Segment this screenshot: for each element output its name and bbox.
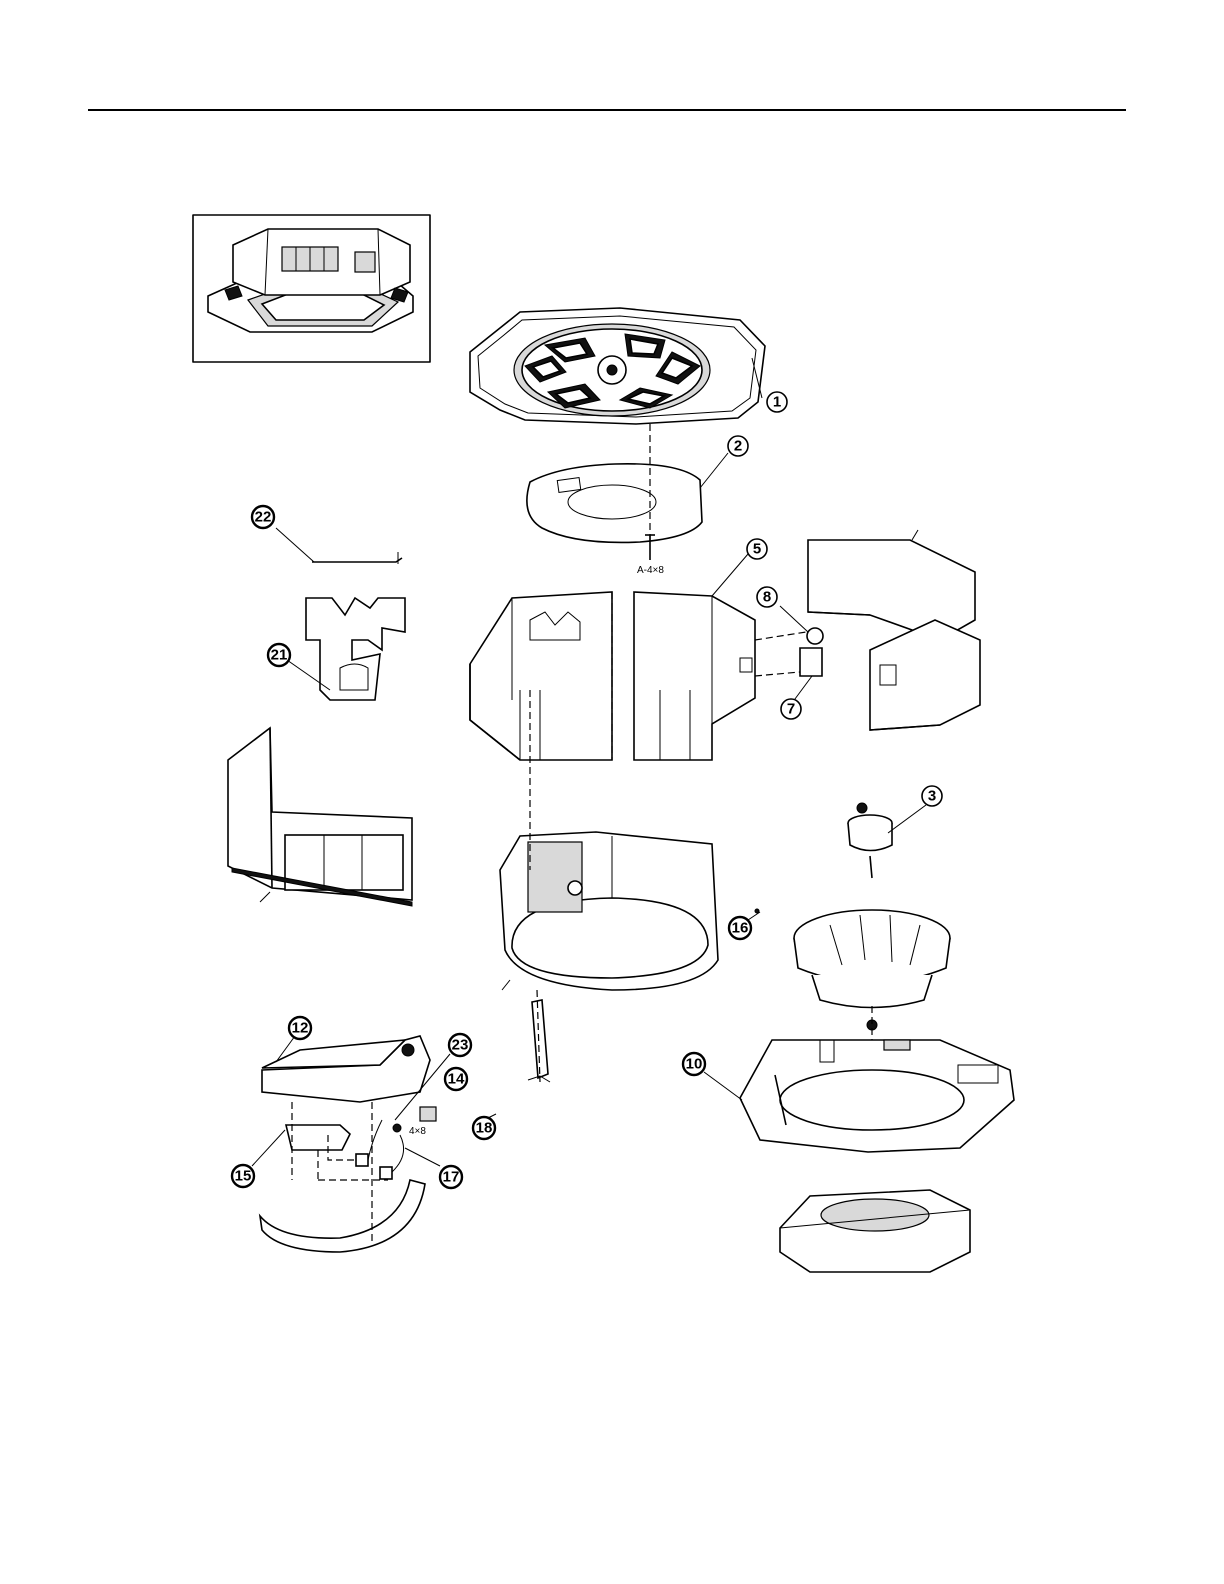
leader-17 [405,1148,440,1166]
svg-text:21: 21 [271,647,288,664]
leader-10 [704,1072,742,1100]
callout-3: 3 [922,786,942,806]
svg-text:5: 5 [753,541,761,558]
screw-label-a: A-4×8 [637,565,664,576]
leader-heat-exchanger [502,980,510,990]
callout-12: 12 [289,1017,311,1039]
svg-text:15: 15 [235,1168,252,1185]
svg-text:17: 17 [443,1169,460,1186]
svg-text:10: 10 [686,1056,703,1073]
leader-left-panel [260,892,270,902]
svg-text:18: 18 [476,1120,493,1137]
left-corner-panel [228,728,412,906]
callout-23: 23 [449,1034,471,1056]
svg-text:14: 14 [448,1071,465,1088]
callout-10: 10 [683,1053,705,1075]
callout-2: 2 [728,436,748,456]
svg-text:2: 2 [734,438,742,455]
callout-22: 22 [252,506,274,528]
svg-text:23: 23 [452,1037,469,1054]
callout-7: 7 [781,699,801,719]
heat-exchanger [500,832,718,990]
svg-text:7: 7 [787,701,795,718]
callout-14: 14 [445,1068,467,1090]
svg-text:1: 1 [773,394,781,411]
part-16-screw-icon [755,909,759,913]
leader-15 [252,1130,285,1166]
callout-16: 16 [729,917,751,939]
part-21-bracket [306,598,405,700]
svg-text:12: 12 [292,1020,309,1037]
turbo-fan [794,910,950,1040]
drain-bracket [528,990,550,1082]
callout-5: 5 [747,539,767,559]
part-1-grille-panel [470,308,765,424]
svg-text:22: 22 [255,509,272,526]
leader-22 [276,528,314,562]
leader-3 [888,805,926,833]
leader-7 [792,676,812,703]
lower-drain-duct [260,1102,425,1252]
callout-1: 1 [767,392,787,412]
svg-text:3: 3 [928,788,936,805]
leader-16 [748,912,760,920]
part-22-cover-strip [312,552,402,564]
callout-15: 15 [232,1165,254,1187]
svg-text:16: 16 [732,920,749,937]
part-2-insulation [527,464,702,543]
svg-text:8: 8 [763,589,771,606]
leader-right-panel [912,530,918,540]
inset-assembled-view [193,215,430,362]
callout-8: 8 [757,587,777,607]
callout-18: 18 [473,1117,495,1139]
part-3-fan-motor [848,803,892,878]
callout-21: 21 [268,644,290,666]
leader-2 [700,453,728,488]
callout-17: 17 [440,1166,462,1188]
leader-5 [712,554,748,596]
leader-8 [780,606,808,632]
part-10-bottom-frame [740,1040,1014,1152]
screw-label-b: 4×8 [409,1126,426,1137]
bell-mouth [780,1190,970,1272]
